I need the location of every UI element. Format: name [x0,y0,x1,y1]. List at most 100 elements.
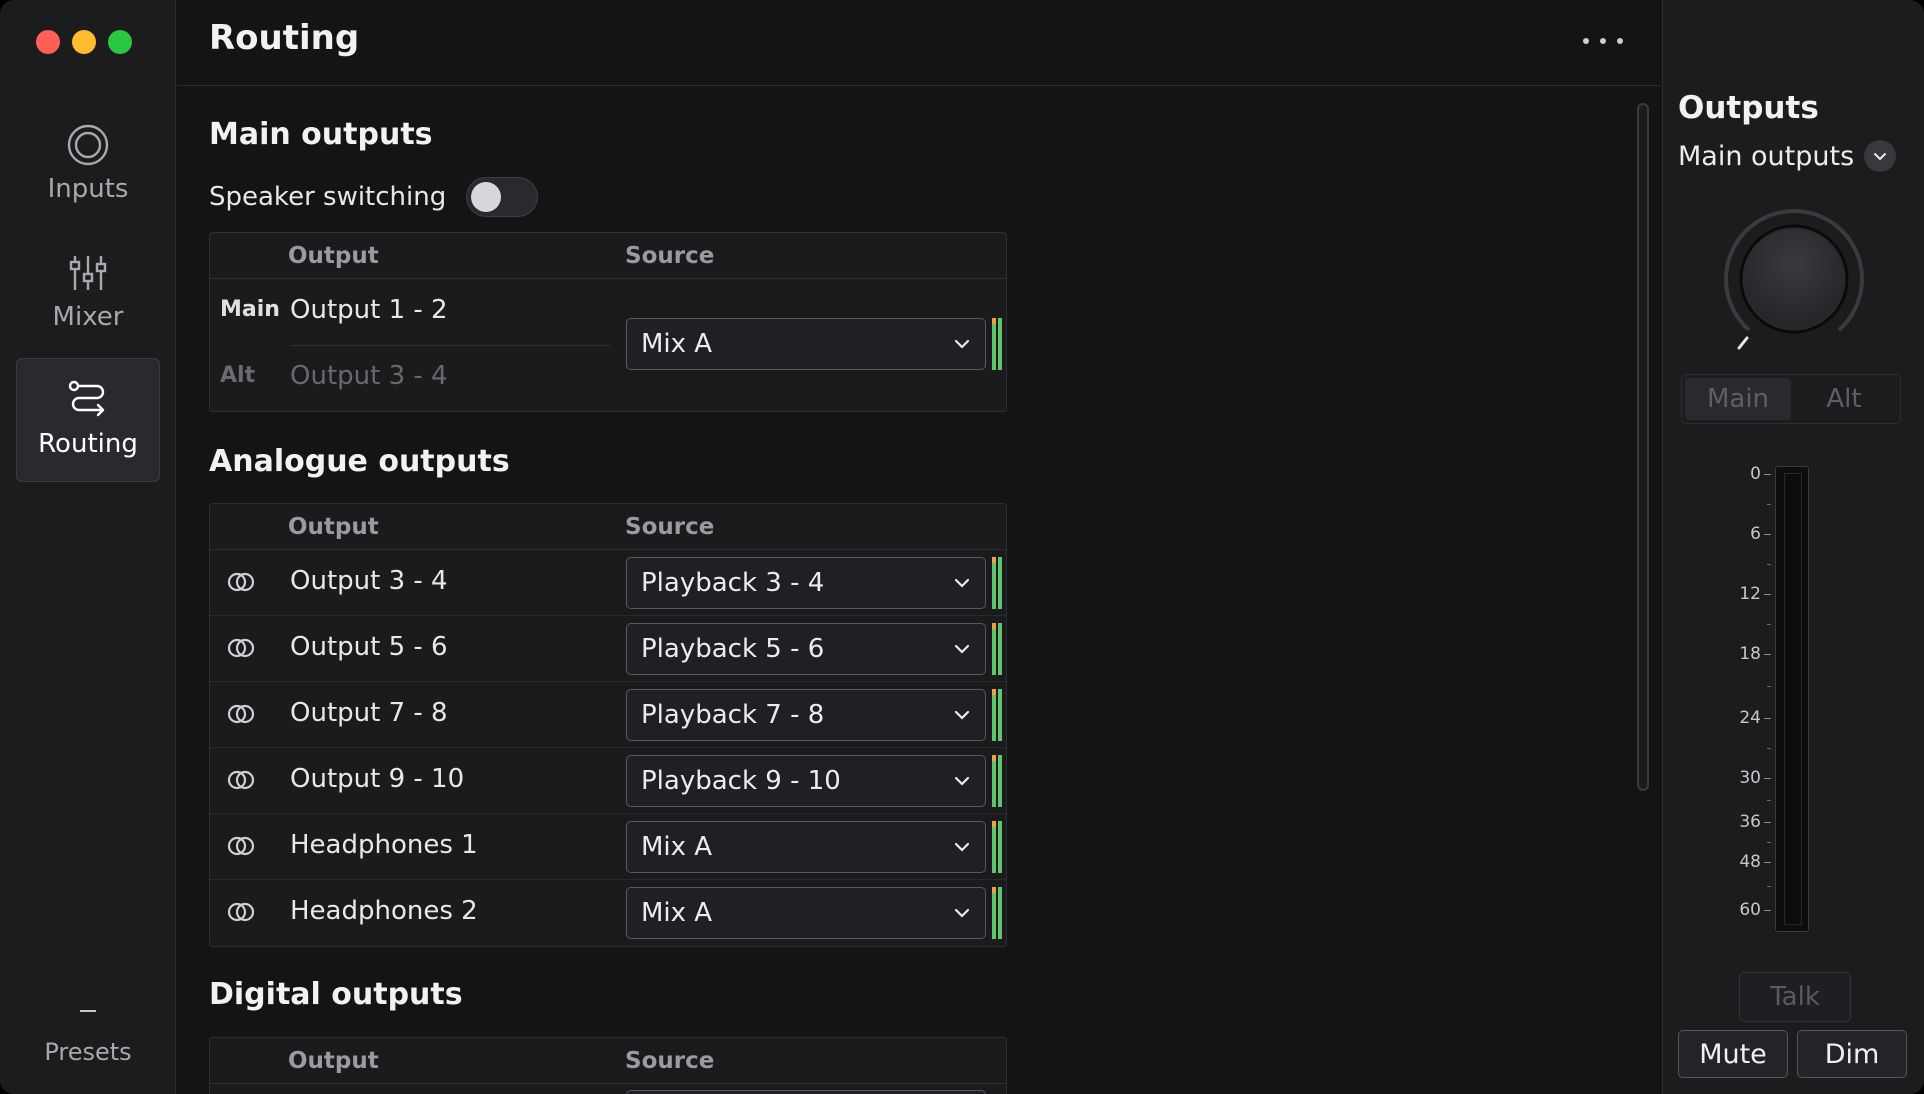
chevron-down-icon [1864,140,1897,172]
source-select[interactable]: Playback 3 - 4 [626,557,986,609]
chevron-down-icon [954,908,970,918]
volume-knob[interactable] [1719,204,1869,354]
sidebar-item-label: Mixer [52,302,124,332]
stereo-link-icon[interactable] [226,834,256,858]
output-name: Headphones 1 [290,830,478,860]
mixer-sliders-icon [69,256,107,290]
stereo-link-icon[interactable] [226,636,256,660]
level-meter [992,755,1004,807]
sidebar-item-label: Inputs [47,174,129,204]
sidebar-item-inputs[interactable]: Inputs [16,104,160,228]
speaker-switching-label: Speaker switching [209,182,447,212]
dot-icon [1583,38,1589,44]
select-value: Mix A [641,832,713,862]
main-tag: Main [220,297,280,322]
level-meter [992,821,1004,873]
level-meter [992,887,1004,939]
table-row: Headphones 2 Mix A [210,880,1006,946]
minus-icon [80,1010,96,1012]
table-row: Main Output 1 - 2 Mix A [210,279,1006,370]
level-meter [992,318,1004,370]
outputs-selector[interactable]: Main outputs [1678,140,1897,172]
scale-tick-label: 30 [1739,768,1761,788]
analogue-outputs-title: Analogue outputs [209,444,510,479]
source-select[interactable]: Playback 9 - 10 [626,755,986,807]
stereo-link-icon[interactable] [226,900,256,924]
table-row: Output 7 - 8 Playback 7 - 8 [210,682,1006,748]
speaker-switching-row: Speaker switching [209,177,539,217]
main-segment-button[interactable]: Main [1685,378,1791,420]
window-controls [36,30,132,54]
chevron-down-icon [954,339,970,349]
scale-minor-mark [1767,504,1771,505]
dim-button[interactable]: Dim [1797,1030,1907,1078]
level-meter [992,623,1004,675]
scale-tick-mark [1764,474,1771,475]
scale-minor-mark [1767,624,1771,625]
mute-button[interactable]: Mute [1678,1030,1788,1078]
routing-icon [68,380,105,417]
alt-segment-button[interactable]: Alt [1826,384,1862,414]
outputs-title: Outputs [1678,90,1819,126]
alt-tag: Alt [220,363,256,388]
digital-outputs-table: Output Source [209,1037,1007,1094]
close-window-button[interactable] [36,30,60,54]
toggle-knob [471,182,502,212]
outputs-selector-label: Main outputs [1678,140,1855,172]
sidebar: Inputs Mixer Routing [0,0,176,1094]
talk-button[interactable]: Talk [1739,972,1851,1022]
source-select[interactable]: Mix A [626,887,986,939]
level-bar [1775,466,1809,932]
column-header-output: Output [288,243,379,269]
digital-outputs-title: Digital outputs [209,977,463,1012]
scale-tick-label: 48 [1739,852,1761,872]
presets-label: Presets [44,1038,132,1066]
source-select[interactable]: Playback 5 - 6 [626,623,986,675]
sidebar-item-label: Routing [38,429,138,459]
digital-source-select[interactable] [626,1090,986,1094]
select-value: Mix A [641,898,713,928]
scale-tick-label: 24 [1739,708,1761,728]
more-options-button[interactable] [1583,26,1623,56]
stereo-link-icon[interactable] [226,702,256,726]
table-row: Alt Output 3 - 4 [210,345,1006,411]
scale-minor-mark [1767,748,1771,749]
table-header: Output Source [210,233,1006,279]
output-name: Output 1 - 2 [290,295,448,325]
dot-icon [1617,38,1623,44]
output-name: Output 7 - 8 [290,698,448,728]
stereo-link-icon[interactable] [226,768,256,792]
vertical-scrollbar[interactable] [1637,103,1649,791]
source-select[interactable]: Playback 7 - 8 [626,689,986,741]
minimize-window-button[interactable] [72,30,96,54]
sidebar-item-routing[interactable]: Routing [16,358,160,482]
level-meter [992,689,1004,741]
column-header-source: Source [625,514,715,540]
chevron-down-icon [954,644,970,654]
scale-tick-label: 18 [1739,644,1761,664]
output-name: Headphones 2 [290,896,478,926]
output-name: Output 9 - 10 [290,764,465,794]
main-source-select[interactable]: Mix A [626,318,986,370]
zoom-window-button[interactable] [108,30,132,54]
level-meter [992,557,1004,609]
speaker-switching-toggle[interactable] [466,177,539,217]
scale-tick-mark [1764,862,1771,863]
stereo-link-icon[interactable] [226,570,256,594]
table-row: Headphones 1 Mix A [210,814,1006,880]
scale-tick-mark [1764,910,1771,911]
inputs-icon [67,124,109,166]
scale-tick-label: 6 [1750,524,1761,544]
scale-tick-mark [1764,594,1771,595]
scale-tick-mark [1764,654,1771,655]
presets-button[interactable]: Presets [16,994,160,1074]
sidebar-item-mixer[interactable]: Mixer [16,232,160,356]
select-value: Playback 7 - 8 [641,700,825,730]
source-select[interactable]: Mix A [626,821,986,873]
scale-minor-mark [1767,564,1771,565]
chevron-down-icon [954,578,970,588]
chevron-down-icon [954,842,970,852]
table-row: Output 9 - 10 Playback 9 - 10 [210,748,1006,814]
